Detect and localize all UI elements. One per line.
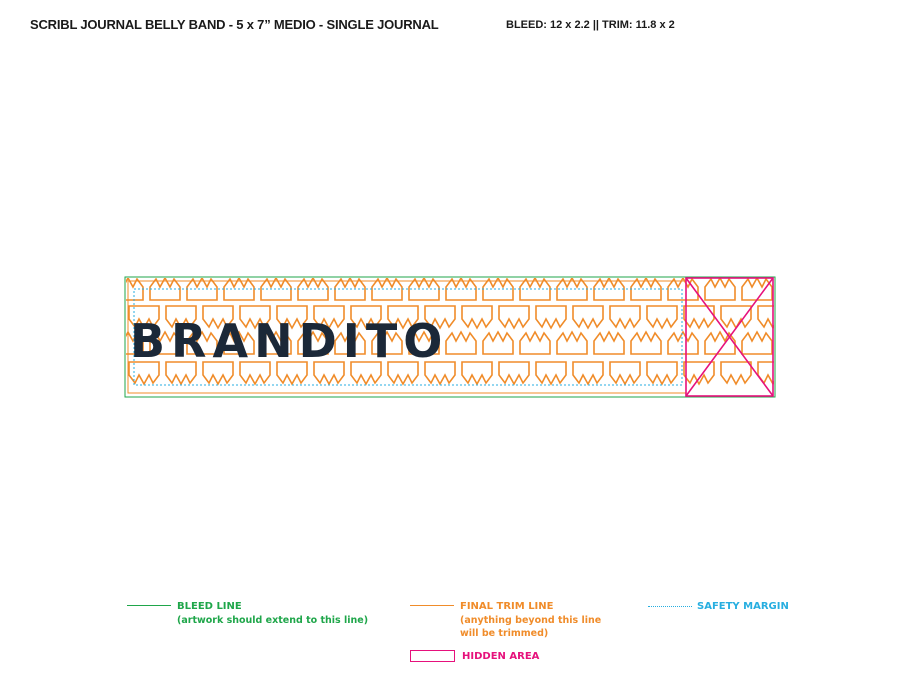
crown-icon bbox=[149, 330, 181, 355]
crown-icon bbox=[667, 330, 699, 355]
crown-icon bbox=[313, 305, 345, 330]
crown-icon bbox=[350, 305, 382, 330]
legend-hidden-label: HIDDEN AREA bbox=[462, 651, 540, 662]
crown-icon bbox=[186, 278, 218, 301]
crown-icon bbox=[223, 330, 255, 355]
crown-icon bbox=[313, 361, 345, 386]
crown-icon bbox=[202, 305, 234, 330]
crown-icon bbox=[630, 330, 662, 355]
crown-icon bbox=[741, 278, 773, 301]
crown-icon bbox=[126, 278, 144, 301]
legend-trim-swatch bbox=[410, 605, 454, 606]
crown-icon bbox=[186, 330, 218, 355]
crown-icon bbox=[461, 305, 493, 330]
crown-icon bbox=[371, 278, 403, 301]
crown-icon bbox=[297, 278, 329, 301]
crown-icon bbox=[482, 278, 514, 301]
crown-icon bbox=[683, 305, 715, 330]
crown-icon bbox=[519, 278, 551, 301]
crown-icon bbox=[424, 305, 456, 330]
legend-bleed-label: BLEED LINE bbox=[177, 601, 242, 612]
crown-icon bbox=[350, 361, 382, 386]
safety-margin bbox=[133, 288, 683, 386]
crown-icon bbox=[646, 305, 678, 330]
brand-text: BRANDITO bbox=[130, 314, 448, 368]
crown-icon bbox=[572, 305, 604, 330]
crown-icon bbox=[334, 278, 366, 301]
legend-trim-label: FINAL TRIM LINE bbox=[460, 601, 554, 612]
legend-safety-swatch bbox=[648, 606, 692, 607]
legend-trim-note-2: will be trimmed) bbox=[460, 628, 549, 639]
crown-icon bbox=[260, 330, 292, 355]
crown-icon bbox=[630, 278, 662, 301]
template-title: SCRIBL JOURNAL BELLY BAND - 5 x 7” MEDIO… bbox=[30, 17, 439, 32]
crown-icon bbox=[408, 278, 440, 301]
legend-bleed-note: (artwork should extend to this line) bbox=[177, 615, 369, 626]
crown-icon bbox=[482, 330, 514, 355]
crown-icon bbox=[445, 278, 477, 301]
crown-icon bbox=[757, 305, 774, 330]
crown-icon bbox=[593, 330, 625, 355]
crown-icon bbox=[128, 361, 160, 386]
crown-icon bbox=[609, 305, 641, 330]
crown-icon bbox=[276, 305, 308, 330]
template-specs: BLEED: 12 x 2.2 || TRIM: 11.8 x 2 bbox=[506, 19, 675, 31]
crown-icon bbox=[720, 305, 752, 330]
crown-icon bbox=[741, 330, 773, 355]
crown-icon bbox=[572, 361, 604, 386]
crown-icon bbox=[498, 361, 530, 386]
crown-icon bbox=[408, 330, 440, 355]
crown-icon bbox=[297, 330, 329, 355]
belly-band-artboard: BRANDITO bbox=[124, 276, 776, 398]
legend-trim-note-1: (anything beyond this line bbox=[460, 615, 602, 626]
crown-icon bbox=[128, 305, 160, 330]
crown-icon bbox=[704, 330, 736, 355]
crown-icon bbox=[387, 305, 419, 330]
crown-icon bbox=[239, 305, 271, 330]
hidden-area bbox=[685, 277, 774, 397]
crown-icon bbox=[498, 305, 530, 330]
crown-icon bbox=[371, 330, 403, 355]
crown-icon bbox=[535, 305, 567, 330]
legend-safety-label: SAFETY MARGIN bbox=[697, 601, 789, 612]
crown-icon bbox=[165, 361, 197, 386]
crown-icon bbox=[461, 361, 493, 386]
crown-icon bbox=[535, 361, 567, 386]
crown-icon bbox=[260, 278, 292, 301]
crown-icon bbox=[556, 330, 588, 355]
crown-icon bbox=[609, 361, 641, 386]
crown-icon bbox=[720, 361, 752, 386]
crown-icon bbox=[223, 278, 255, 301]
crown-icon bbox=[239, 361, 271, 386]
crown-icon bbox=[165, 305, 197, 330]
crown-icon bbox=[126, 330, 144, 355]
crown-icon bbox=[334, 330, 366, 355]
crown-icon bbox=[704, 278, 736, 301]
legend-hidden-swatch bbox=[410, 650, 455, 662]
crown-icon bbox=[683, 361, 715, 386]
crown-icon bbox=[424, 361, 456, 386]
crown-icon bbox=[445, 330, 477, 355]
legend-bleed-swatch bbox=[127, 605, 171, 606]
crown-pattern bbox=[126, 278, 774, 386]
belly-band-svg: BRANDITO bbox=[124, 276, 776, 398]
crown-icon bbox=[387, 361, 419, 386]
crown-icon bbox=[646, 361, 678, 386]
crown-icon bbox=[276, 361, 308, 386]
bleed-line bbox=[124, 276, 776, 398]
crown-icon bbox=[519, 330, 551, 355]
crown-icon bbox=[202, 361, 234, 386]
crown-icon bbox=[556, 278, 588, 301]
crown-icon bbox=[593, 278, 625, 301]
crown-icon bbox=[149, 278, 181, 301]
